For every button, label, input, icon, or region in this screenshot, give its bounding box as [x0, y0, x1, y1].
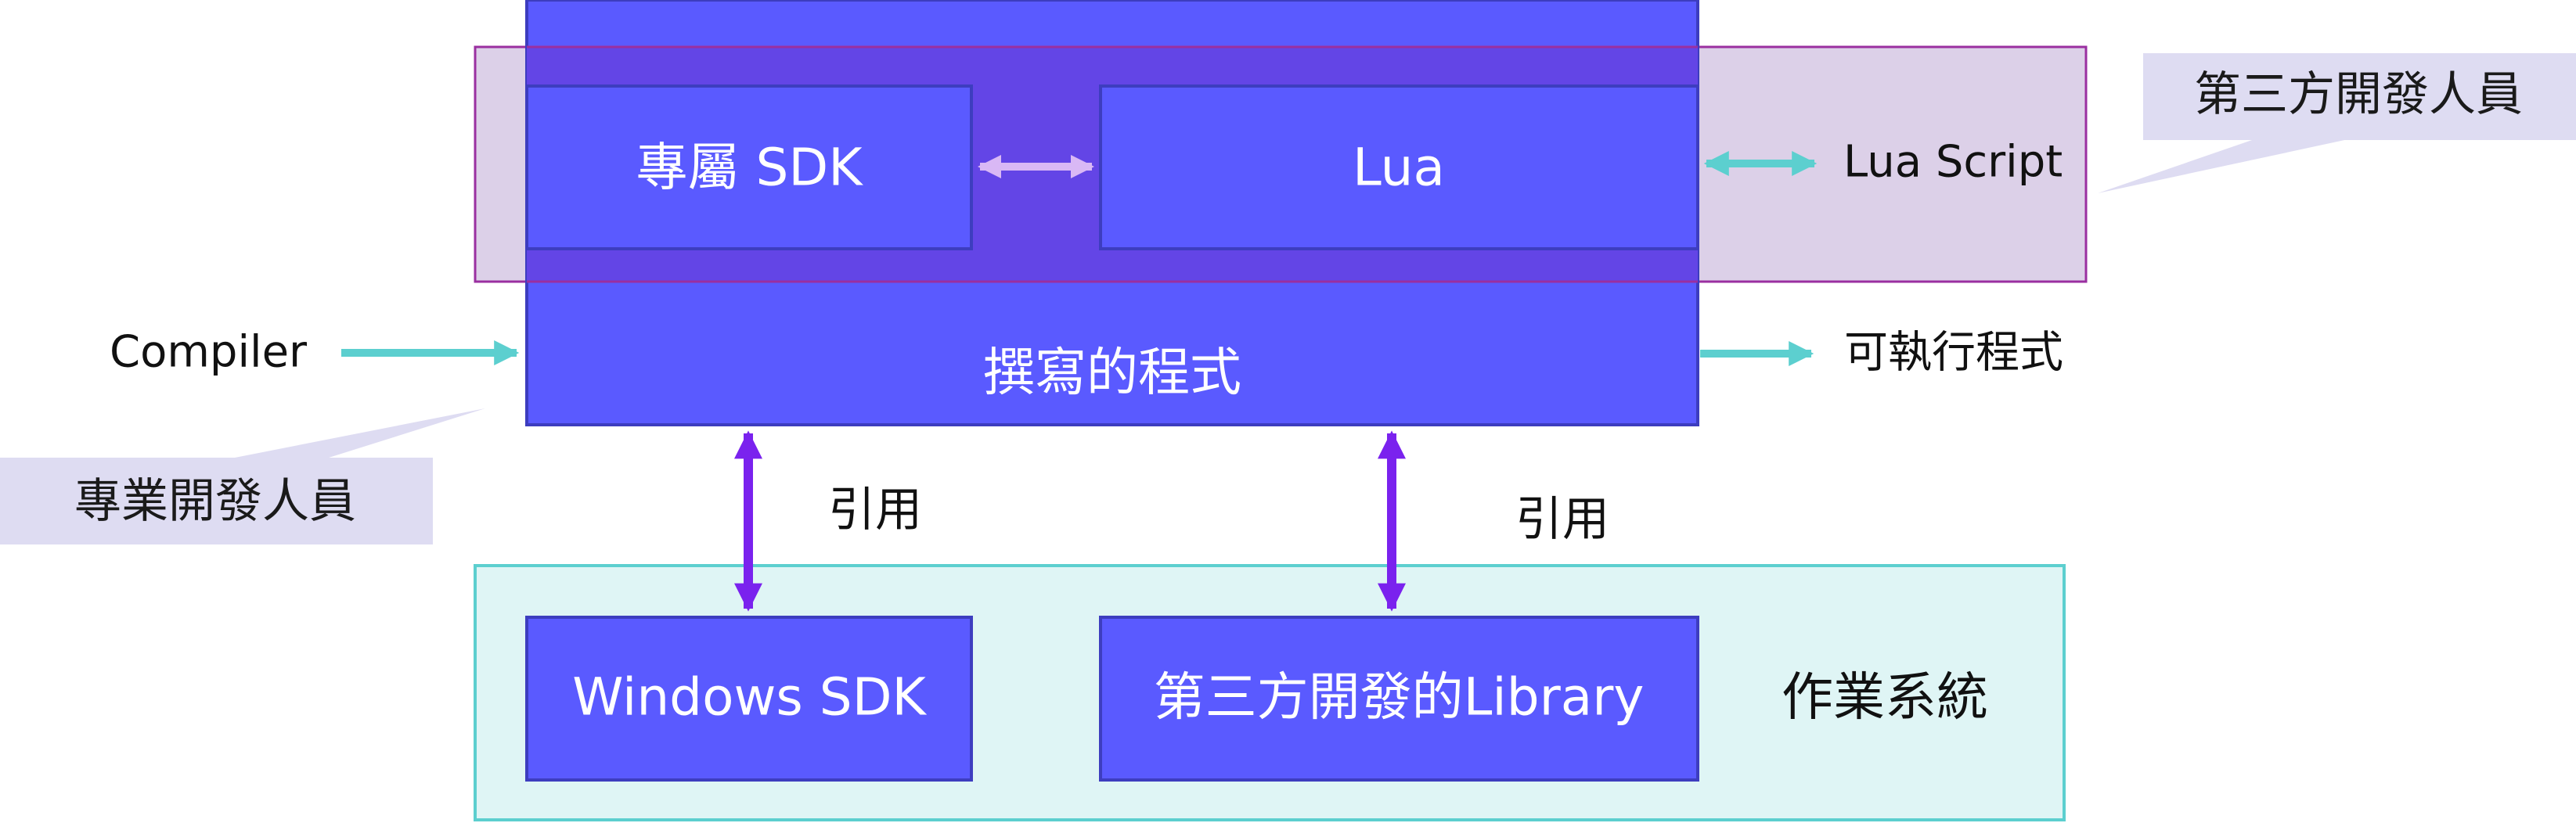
reference-label-right: 引用 — [1515, 492, 1609, 547]
third-party-dev-callout: 第三方開發人員 — [2098, 53, 2576, 193]
professional-dev-callout: 專業開發人員 — [0, 408, 485, 544]
lua-label: Lua — [1353, 138, 1445, 198]
windows-sdk-box — [525, 616, 973, 782]
proprietary-sdk-label: 專屬 SDK — [636, 138, 864, 198]
professional-dev-callout-box — [0, 458, 433, 544]
professional-dev-label: 專業開發人員 — [74, 474, 356, 529]
third-party-library-label: 第三方開發的Library — [1154, 667, 1645, 728]
third-party-library-box — [1099, 616, 1699, 782]
third-party-dev-label: 第三方開發人員 — [2194, 67, 2523, 122]
reference-label-left: 引用 — [828, 483, 922, 537]
professional-dev-callout-pointer — [235, 408, 485, 458]
lua-box — [1099, 84, 1699, 250]
compiler-label: Compiler — [110, 327, 308, 378]
lua-script-label: Lua Script — [1843, 137, 2063, 188]
third-party-dev-callout-box — [2143, 53, 2576, 140]
third-party-dev-callout-pointer — [2098, 139, 2348, 193]
proprietary-sdk-box — [525, 84, 973, 250]
os-label: 作業系統 — [1782, 667, 1988, 728]
windows-sdk-label: Windows SDK — [572, 667, 927, 728]
program-label: 撰寫的程式 — [983, 343, 1241, 403]
executable-label: 可執行程式 — [1844, 328, 2063, 379]
